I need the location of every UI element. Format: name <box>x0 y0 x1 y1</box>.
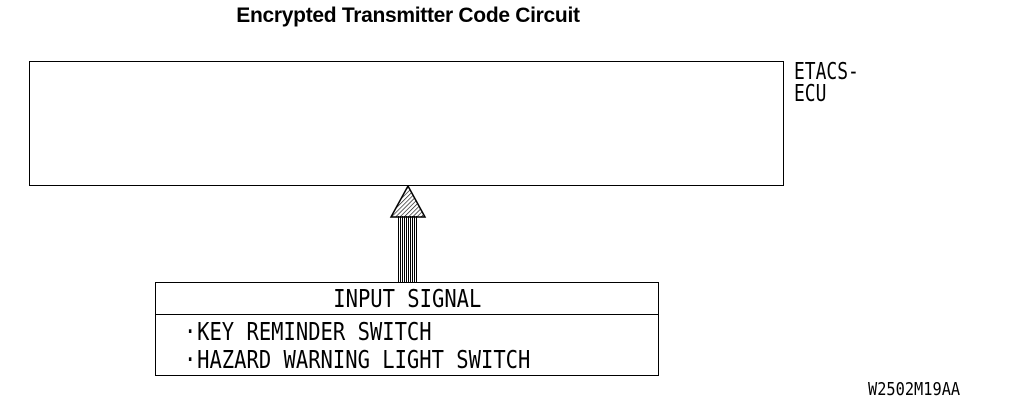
input-signal-list: ·KEY REMINDER SWITCH ·HAZARD WARNING LIG… <box>156 315 658 374</box>
figure-code: W2502M19AA <box>868 379 961 400</box>
list-item: ·HAZARD WARNING LIGHT SWITCH <box>184 345 531 374</box>
input-signal-box: INPUT SIGNAL ·KEY REMINDER SWITCH ·HAZAR… <box>155 282 659 376</box>
bullet-icon: · <box>184 345 197 374</box>
etacs-ecu-label: ETACS- ECU <box>794 59 859 107</box>
arrow-head <box>389 186 427 218</box>
list-item: ·KEY REMINDER SWITCH <box>184 317 432 346</box>
ecu-label-line-2: ECU <box>794 81 827 107</box>
etacs-ecu-box <box>29 61 784 186</box>
bullet-icon: · <box>184 317 197 346</box>
ecu-label-line-1: ETACS- <box>794 59 859 85</box>
arrow-shaft <box>398 216 417 282</box>
signal-arrow-icon <box>389 186 427 282</box>
diagram-title: Encrypted Transmitter Code Circuit <box>236 4 580 27</box>
input-signal-header: INPUT SIGNAL <box>156 283 658 315</box>
